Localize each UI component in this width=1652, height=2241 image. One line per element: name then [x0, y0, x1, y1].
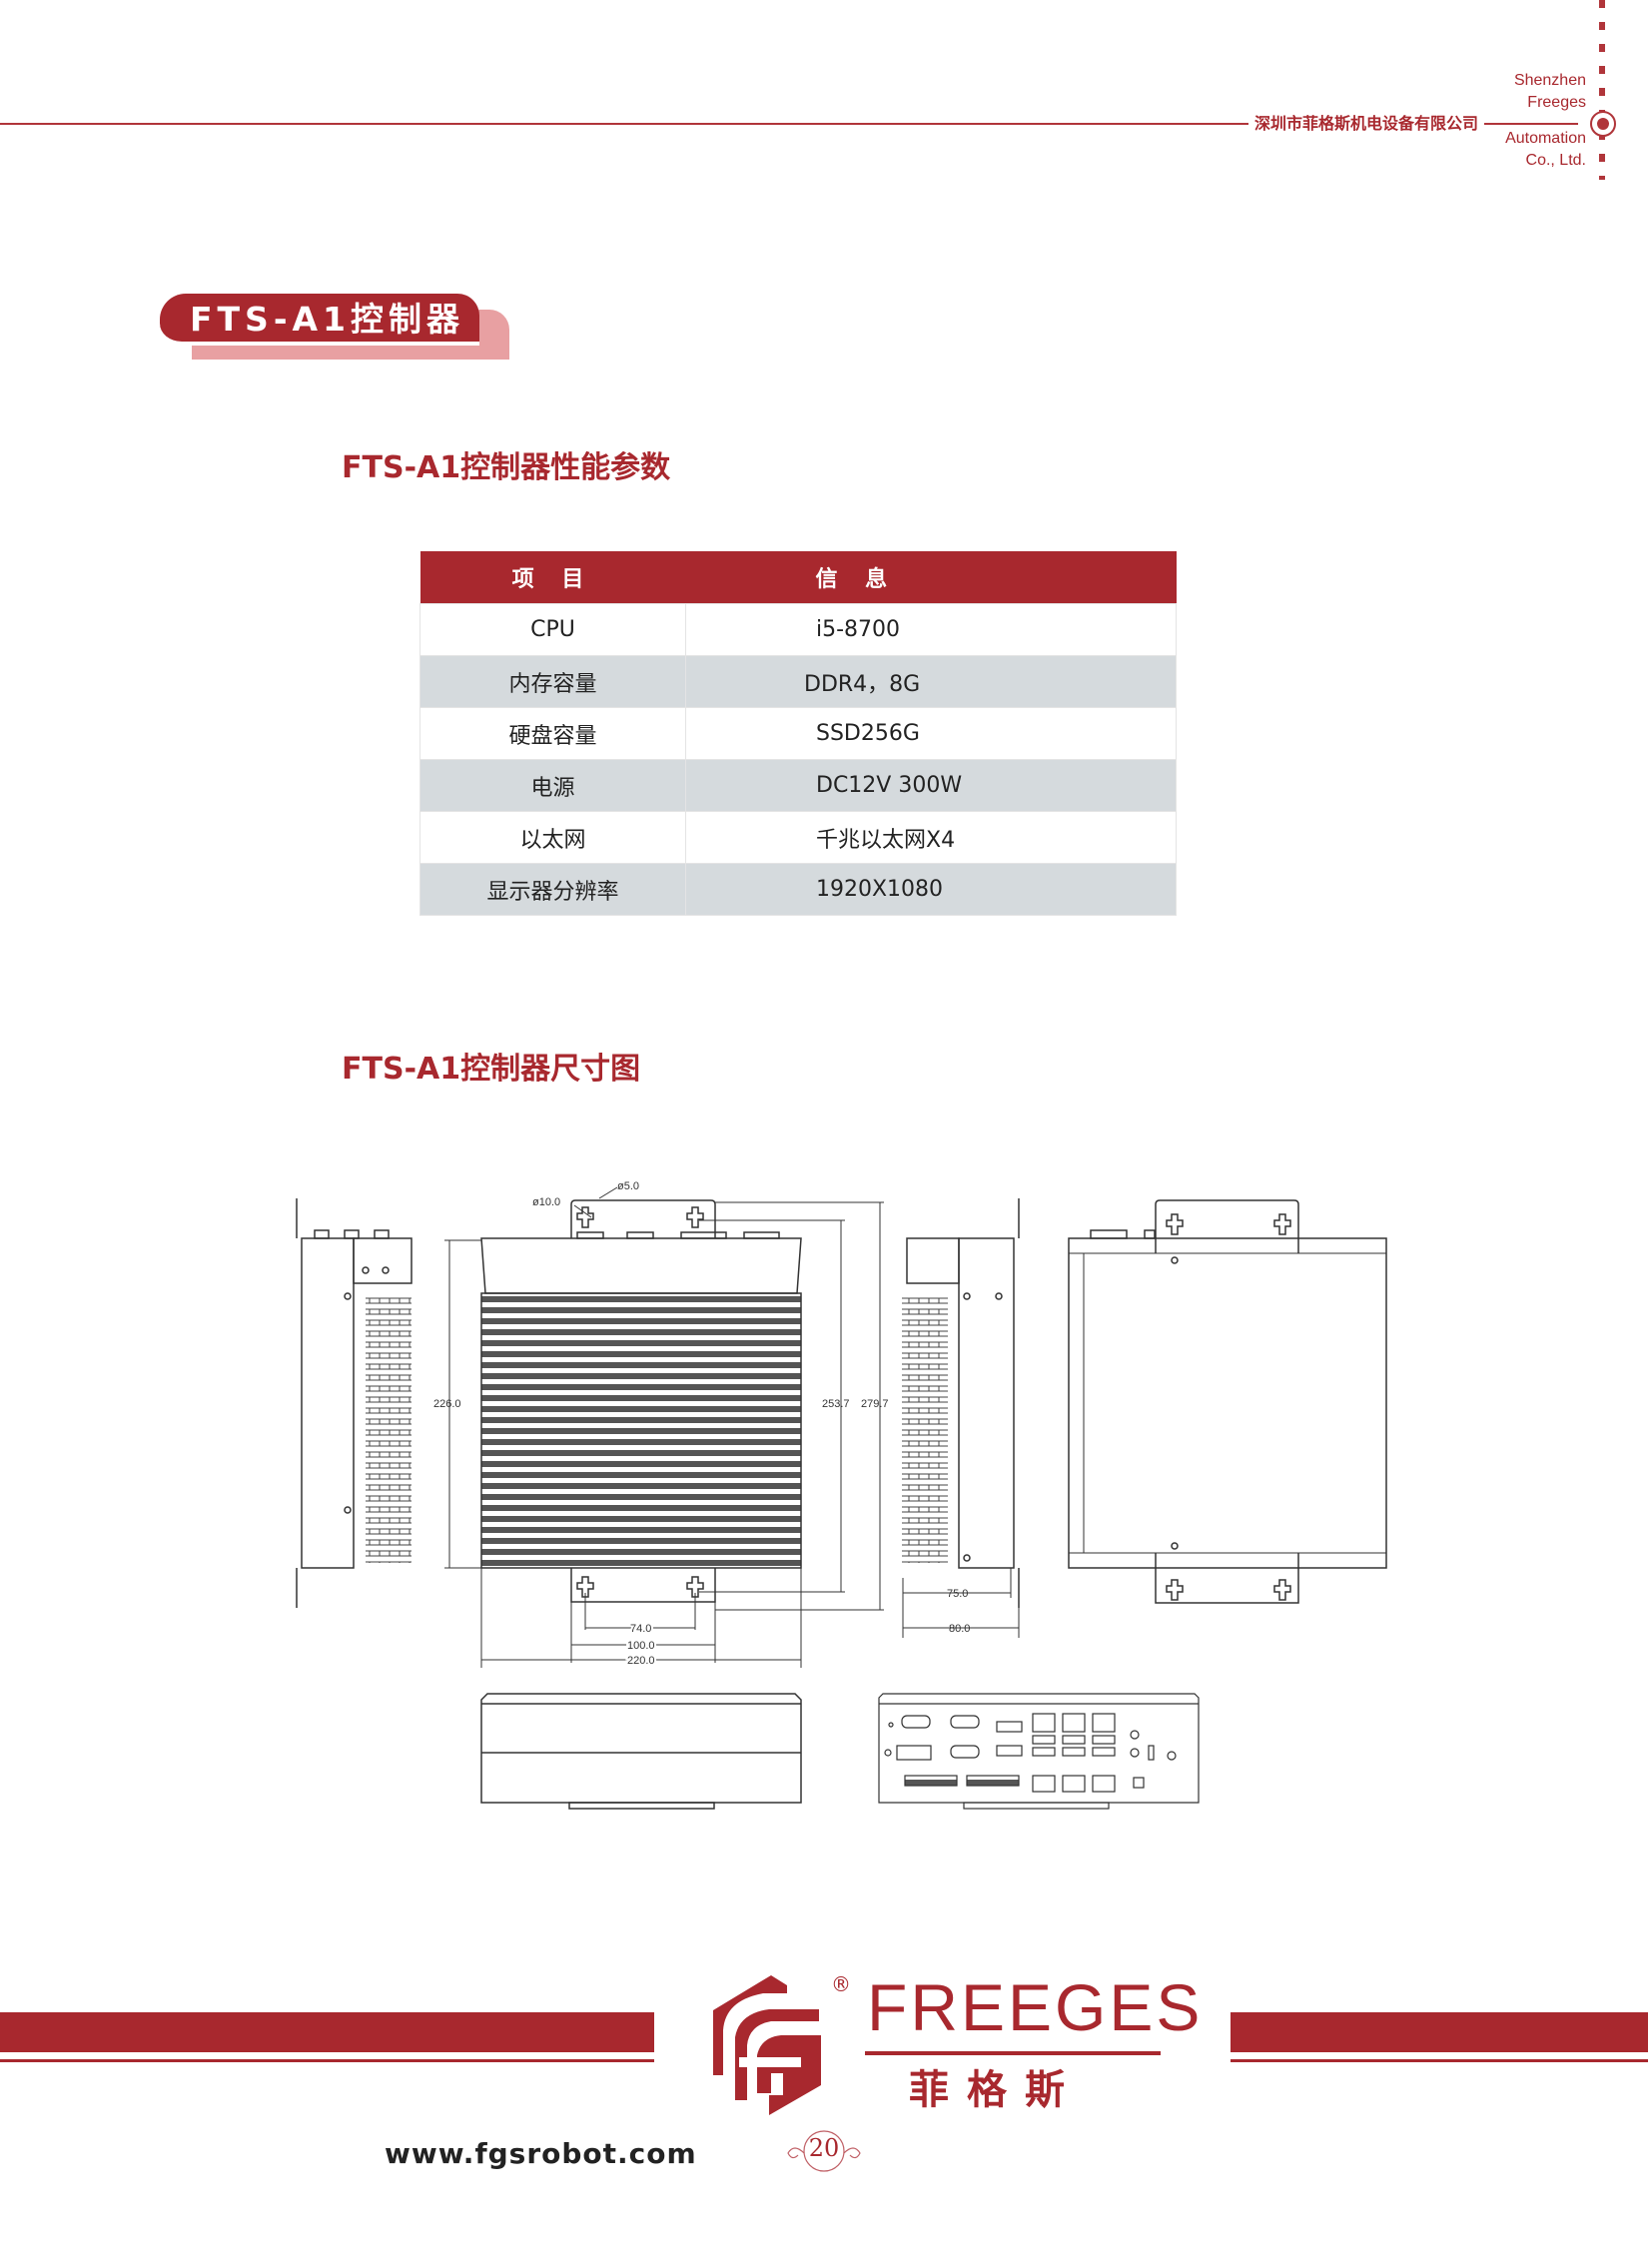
rear-view [1068, 1199, 1387, 1604]
dim-height-total: 279.7 [861, 1398, 889, 1410]
spec-value: 1920X1080 [685, 863, 1177, 916]
spec-value: SSD256G [685, 707, 1177, 760]
dotted-divider [1599, 0, 1605, 180]
dim-height-body: 226.0 [433, 1398, 461, 1410]
left-side-view [296, 1198, 413, 1608]
table-row: 以太网千兆以太网X4 [419, 811, 1177, 864]
spec-name: 内存容量 [419, 655, 686, 708]
spec-name: 电源 [419, 759, 686, 812]
brand-name-cn: 菲格斯 [909, 2067, 1083, 2113]
website-link[interactable]: www.fgsrobot.com [385, 2137, 697, 2170]
spec-value: DC12V 300W [685, 759, 1177, 812]
dim-body-width: 220.0 [627, 1655, 655, 1667]
company-name-en-line3: Automation [1505, 130, 1586, 147]
dim-bracket-width: 100.0 [627, 1640, 655, 1652]
freeges-logo-icon [713, 1975, 821, 2115]
page-number: 20 [808, 2134, 840, 2162]
spec-name: CPU [419, 603, 686, 656]
footer-bar-left [0, 2012, 654, 2052]
column-header-info: 信 息 [685, 551, 1177, 604]
company-name-en-line2: Freeges [1527, 94, 1586, 111]
spec-section-title: FTS-A1控制器性能参数 [342, 450, 671, 485]
spec-value: 千兆以太网X4 [685, 811, 1177, 864]
spec-name: 以太网 [419, 811, 686, 864]
spec-value: DDR4，8G [685, 655, 1177, 708]
right-side-view [902, 1198, 1020, 1638]
page-number-ornament-icon [787, 2130, 861, 2172]
footer-rule-left [0, 2059, 654, 2062]
footer-rule-right [1231, 2059, 1648, 2062]
dim-hole-outer: ø10.0 [532, 1196, 560, 1208]
dim-depth-total: 80.0 [949, 1623, 970, 1635]
section-badge: FTS-A1控制器 [160, 294, 479, 346]
brand-underline [865, 2051, 1161, 2055]
io-panel-view [878, 1693, 1200, 1810]
company-name-cn: 深圳市菲格斯机电设备有限公司 [1248, 110, 1485, 134]
dim-depth-body: 75.0 [947, 1588, 968, 1600]
footer-bar-right [1231, 2012, 1648, 2052]
spec-name: 硬盘容量 [419, 707, 686, 760]
company-name-en-line4: Co., Ltd. [1525, 152, 1586, 169]
header-rule [0, 123, 1578, 125]
column-header-item: 项 目 [419, 551, 686, 604]
spec-name: 显示器分辨率 [419, 863, 686, 916]
dimension-section-title: FTS-A1控制器尺寸图 [342, 1052, 641, 1087]
target-circle-icon [1590, 111, 1616, 137]
company-name-en-line1: Shenzhen [1513, 72, 1586, 89]
registered-mark: ® [831, 1972, 851, 1996]
dim-hole-spacing: 74.0 [630, 1623, 651, 1635]
dim-height-hole: 253.7 [822, 1398, 850, 1410]
brand-name-en: FREEGES [867, 1970, 1204, 2044]
bottom-front-view [480, 1693, 802, 1810]
front-view [444, 1186, 884, 1668]
dim-hole-inner: ø5.0 [617, 1180, 639, 1192]
